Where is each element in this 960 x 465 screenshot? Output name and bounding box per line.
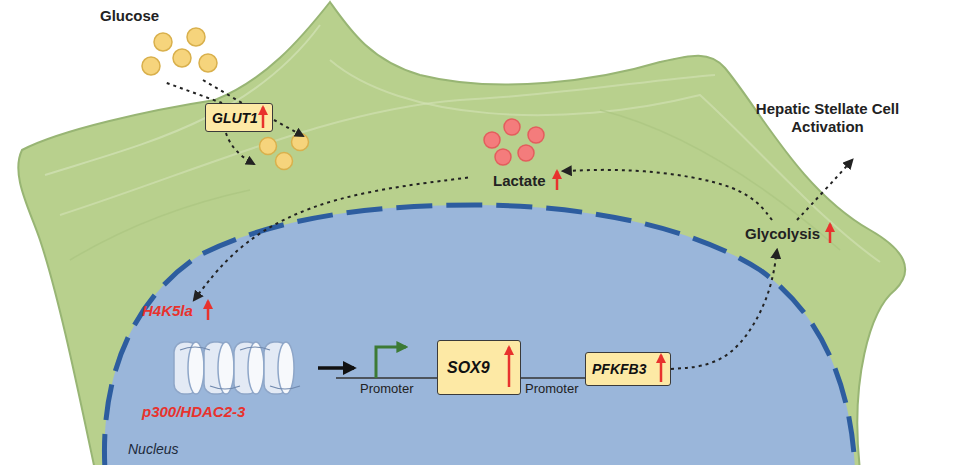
flow-connector bbox=[563, 170, 772, 220]
glucose-molecule bbox=[292, 134, 309, 151]
increase-arrow bbox=[262, 107, 265, 128]
gene-label: PFKFB3 bbox=[592, 360, 646, 378]
dna-strand bbox=[521, 377, 585, 379]
flow-connector bbox=[671, 250, 777, 369]
flow-connector bbox=[167, 83, 222, 103]
lactate-molecule bbox=[484, 132, 500, 148]
lactate-molecule bbox=[495, 149, 511, 165]
gene-box: SOX9 bbox=[437, 340, 521, 395]
glucose-molecule bbox=[154, 33, 172, 51]
dna-wrap bbox=[180, 347, 300, 389]
transporter-box: GLUT1 bbox=[205, 103, 273, 132]
uptake-path bbox=[203, 80, 242, 103]
outcome-text: Hepatic Stellate Cell Activation bbox=[745, 100, 910, 136]
activation-arrow bbox=[318, 366, 354, 370]
lactate-molecule bbox=[504, 119, 520, 135]
flow-connector bbox=[797, 160, 852, 220]
glucose-group: Glucose bbox=[98, 5, 223, 83]
nucleus-shape bbox=[96, 200, 866, 465]
increase-arrow bbox=[660, 355, 663, 382]
glucose-molecule bbox=[199, 54, 217, 72]
increase-arrow bbox=[829, 224, 832, 243]
uptake-arrow bbox=[226, 133, 254, 164]
cell-fiber bbox=[45, 25, 320, 175]
glucose-molecule bbox=[142, 57, 160, 75]
glucose-molecule bbox=[173, 49, 191, 67]
nucleosome bbox=[174, 342, 198, 394]
pathway-label: Glycolysis bbox=[742, 220, 842, 250]
uptake-arrow bbox=[274, 120, 303, 136]
transcription-start-arrow bbox=[376, 347, 406, 378]
glucose-molecule bbox=[276, 153, 293, 170]
gene-label: GLUT1 bbox=[212, 109, 258, 127]
dna-strand bbox=[336, 377, 437, 379]
nucleus-outline: Nucleus H4K5la p300/HDAC2-3 SOX9 PFKFB3 bbox=[96, 200, 866, 465]
glucose-molecule bbox=[187, 28, 205, 46]
gene-box: PFKFB3 bbox=[585, 352, 671, 386]
nucleosome bbox=[204, 342, 228, 394]
lactate-molecule bbox=[528, 127, 544, 143]
pathway-text: Glycolysis bbox=[745, 225, 820, 243]
chromatin-group: H4K5la p300/HDAC2-3 bbox=[140, 300, 320, 430]
flow-connector bbox=[194, 178, 468, 300]
nucleus-membrane bbox=[104, 205, 855, 465]
cell-fiber bbox=[60, 75, 715, 215]
lactate-group: Lactate bbox=[468, 112, 563, 194]
outcome-label: Hepatic Stellate Cell Activation bbox=[745, 98, 910, 160]
gene-label: SOX9 bbox=[447, 359, 490, 377]
histone-mark: H4K5la bbox=[142, 302, 193, 320]
molecule-label: Lactate bbox=[493, 172, 546, 190]
lactate-molecule bbox=[518, 145, 534, 161]
nucleosome bbox=[278, 342, 294, 394]
glucose-molecule bbox=[260, 138, 277, 155]
nucleosome bbox=[188, 342, 204, 394]
nucleosome bbox=[218, 342, 234, 394]
nucleosome bbox=[264, 342, 288, 394]
nucleosome bbox=[234, 342, 258, 394]
nucleosome bbox=[248, 342, 264, 394]
increase-arrow bbox=[556, 171, 559, 190]
increase-arrow bbox=[207, 301, 210, 320]
increase-arrow bbox=[508, 347, 511, 387]
compartment-label: Nucleus bbox=[128, 440, 179, 458]
stellate-cell-body bbox=[18, 2, 905, 465]
molecule-label: Glucose bbox=[100, 7, 159, 25]
enzyme-label: p300/HDAC2-3 bbox=[142, 403, 245, 421]
